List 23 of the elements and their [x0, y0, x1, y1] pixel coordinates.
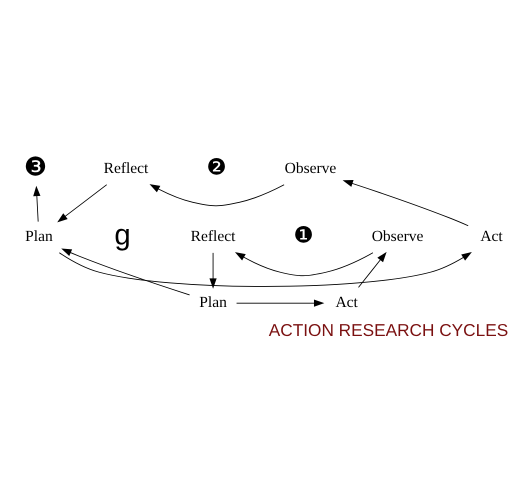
arrow	[209, 252, 217, 288]
arrow	[61, 248, 190, 295]
arrow	[58, 252, 472, 286]
node-text: Reflect	[190, 228, 236, 245]
arrow	[33, 185, 40, 222]
node-text: Reflect	[104, 159, 148, 176]
node-text: ❸	[24, 152, 48, 182]
node-text: Observe	[372, 228, 424, 245]
label: ❶	[294, 222, 314, 248]
node-text: Plan	[25, 228, 53, 245]
arrow	[358, 251, 387, 288]
node-text: Observe	[284, 159, 336, 176]
arrow	[342, 180, 469, 226]
node-text: Act	[480, 228, 503, 245]
node-text: Act	[335, 293, 358, 310]
label: ❷	[206, 154, 227, 180]
arrow	[234, 252, 374, 276]
node-text: Plan	[199, 293, 227, 310]
arrow	[150, 184, 285, 206]
label: g	[114, 218, 131, 252]
diagram-title: ACTION RESEARCH CYCLES	[268, 319, 508, 340]
arrow	[236, 299, 324, 306]
arrow	[57, 184, 108, 222]
